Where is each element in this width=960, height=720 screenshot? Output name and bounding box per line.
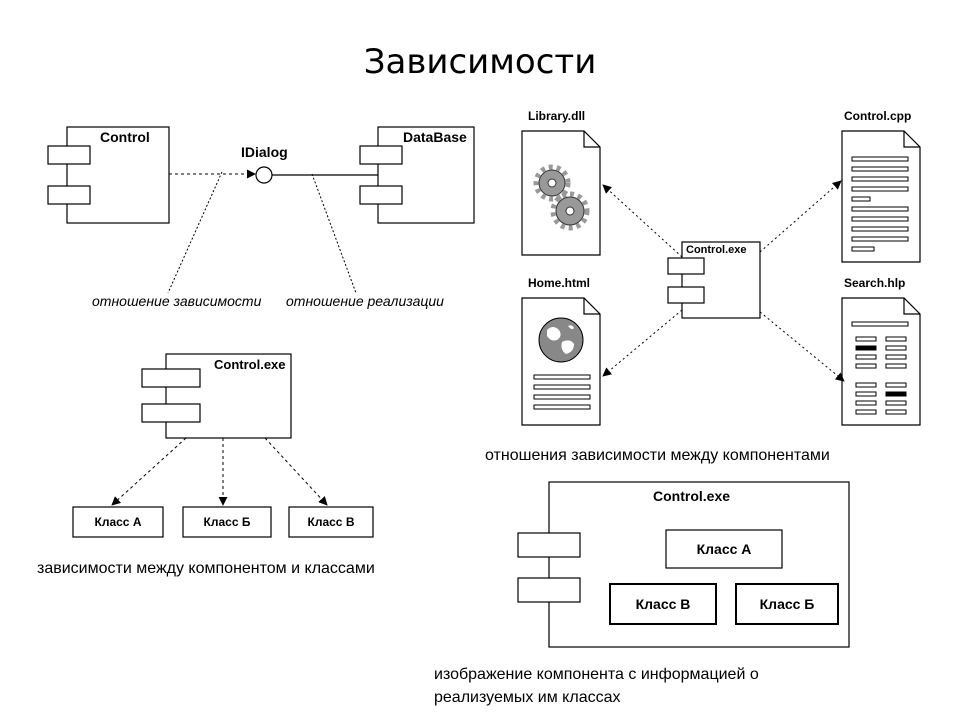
class-a-box[interactable]: Класс А (72, 506, 164, 538)
text-lines-icon (851, 156, 909, 252)
realized-class-c-label: Класс В (636, 596, 691, 612)
control-component[interactable]: Control (47, 126, 170, 224)
gear-icon (533, 164, 590, 231)
home-file[interactable] (521, 297, 601, 426)
home-label: Home.html (528, 276, 590, 290)
control-label: Control (100, 129, 150, 145)
table-icon (851, 321, 909, 415)
class-b-box[interactable]: Класс Б (182, 506, 272, 538)
library-label: Library.dll (528, 109, 585, 123)
control-exe-center-label: Control.exe (686, 244, 747, 256)
realized-class-b-box[interactable]: Класс Б (735, 583, 839, 625)
realized-caption-line-2: реализуемых им классах (434, 689, 620, 706)
realized-class-c-box[interactable]: Класс В (609, 583, 717, 625)
search-file[interactable] (841, 297, 921, 426)
search-label: Search.hlp (844, 276, 905, 290)
dep-arrow-class-c (264, 437, 328, 506)
control-exe-center-component[interactable]: Control.exe (667, 241, 761, 319)
realization-pointer (311, 173, 357, 294)
realized-caption-line-1: изображение компонента с информацией о (434, 666, 759, 683)
dep-arrow-control-cpp (759, 180, 842, 253)
realized-class-a-box[interactable]: Класс А (665, 529, 783, 569)
control-exe-realized-label: Control.exe (653, 488, 730, 504)
realized-class-b-label: Класс Б (760, 596, 815, 612)
dep-arrow-class-a (111, 437, 187, 506)
dep-arrow-search (759, 311, 845, 382)
realized-class-a-label: Класс А (697, 541, 752, 557)
dep-arrow-library (602, 184, 683, 258)
database-component[interactable]: DataBase (359, 126, 475, 224)
text-lines-icon (533, 374, 591, 410)
class-c-label: Класс В (308, 515, 355, 529)
database-label: DataBase (403, 129, 467, 145)
page-title: Зависимости (363, 42, 597, 82)
dependency-pointer (167, 171, 223, 294)
dep-arrow-home (602, 309, 683, 377)
class-c-box[interactable]: Класс В (288, 506, 374, 538)
class-a-label: Класс А (95, 515, 142, 529)
class-b-label: Класс Б (204, 515, 251, 529)
components-caption: отношения зависимости между компонентами (485, 447, 830, 464)
control-exe-component[interactable]: Control.exe (141, 353, 292, 439)
realization-caption: отношение реализации (286, 293, 444, 309)
interface-lollipop[interactable] (255, 166, 273, 184)
globe-icon (538, 317, 584, 363)
interface-label: IDialog (241, 144, 288, 160)
classes-caption: зависимости между компонентом и классами (37, 560, 375, 577)
control-exe-label: Control.exe (214, 357, 286, 372)
control-cpp-file[interactable] (841, 130, 921, 263)
control-cpp-label: Control.cpp (844, 109, 911, 123)
dependency-caption: отношение зависимости (92, 293, 262, 309)
library-file[interactable] (521, 130, 601, 256)
